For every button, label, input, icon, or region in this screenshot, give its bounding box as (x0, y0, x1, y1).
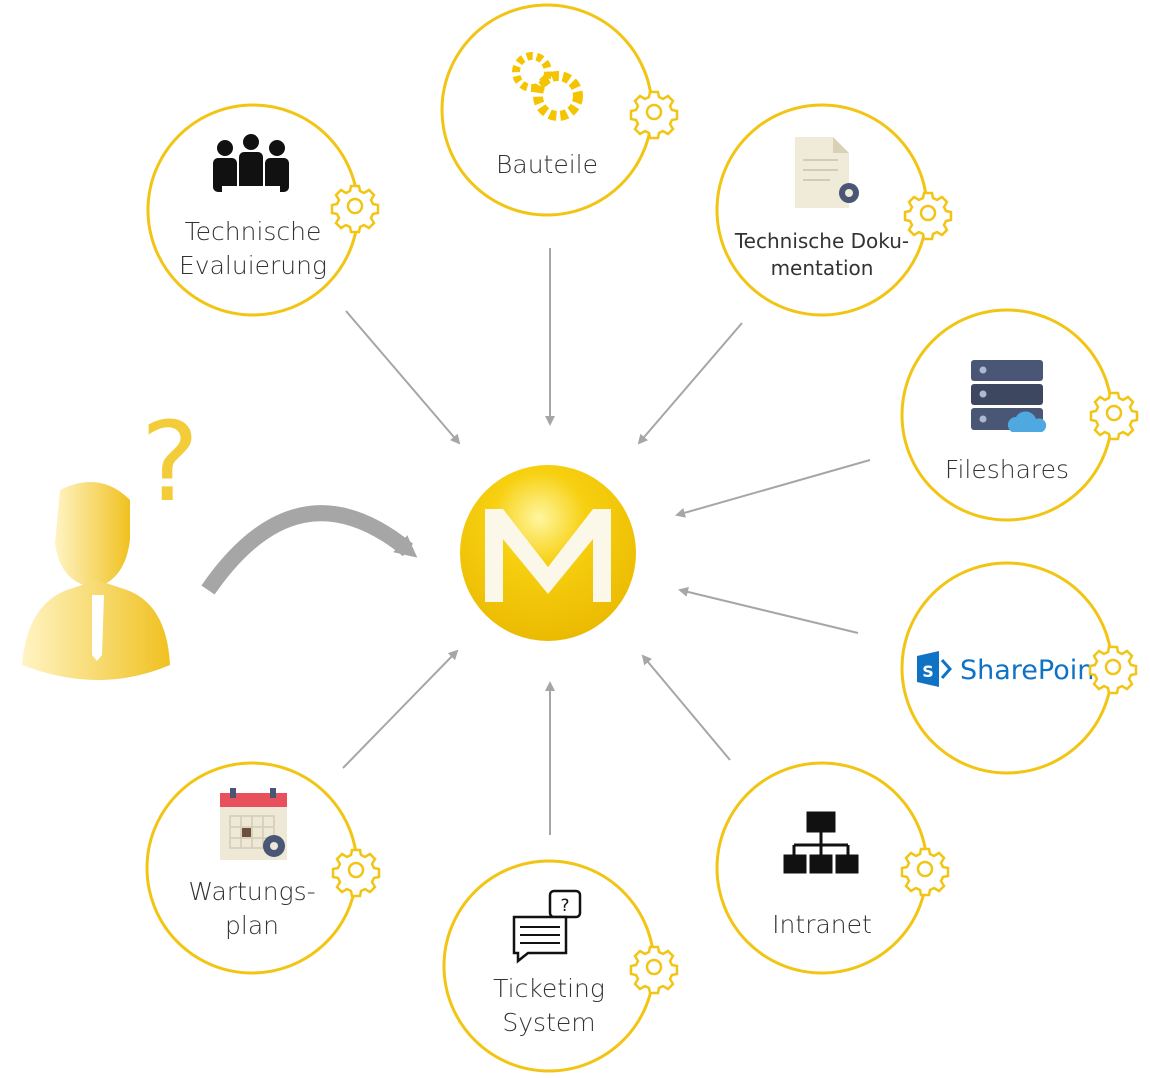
gear-icon (629, 945, 679, 995)
gears-icon (512, 52, 583, 121)
arrow-wartungsplan (342, 649, 459, 769)
document-gear-icon (795, 137, 859, 208)
gear-icon (900, 847, 950, 897)
node-label: Intranet (772, 910, 872, 939)
node-label: Fileshares (945, 455, 1069, 484)
svg-text:?: ? (560, 896, 569, 916)
meeting-people-icon (213, 134, 289, 192)
gear-icon (903, 191, 953, 241)
node-sharepoint[interactable]: S SharePoint (900, 561, 1138, 775)
m-letter-icon (485, 509, 611, 602)
arrows (342, 248, 871, 835)
gear-icon (1089, 391, 1139, 441)
user-figure: ? (22, 398, 418, 680)
node-fileshares[interactable]: Fileshares (900, 308, 1139, 522)
node-label: Wartungs- (188, 877, 315, 906)
node-label: Technische Doku- (734, 229, 909, 253)
node-label: Technische (185, 217, 322, 246)
arrow-sharepoint (678, 587, 859, 634)
node-technische-evaluierung[interactable]: Technische Evaluierung (146, 103, 380, 317)
user-head-icon (55, 482, 130, 588)
gear-icon (330, 184, 380, 234)
question-mark: ? (141, 398, 199, 526)
node-label: mentation (771, 256, 874, 280)
gear-icon (331, 848, 381, 898)
node-label: Bauteile (496, 150, 598, 179)
calendar-gear-icon (220, 788, 287, 860)
node-label: Evaluierung (179, 251, 327, 280)
node-intranet[interactable]: Intranet (715, 761, 950, 975)
arrow-dokumentation (637, 322, 743, 445)
node-label: plan (225, 911, 279, 940)
svg-text:S: S (922, 662, 934, 681)
gear-icon (1088, 645, 1138, 695)
node-label: Ticketing (493, 974, 605, 1003)
chat-question-icon: ? (512, 889, 582, 964)
node-bauteile[interactable]: Bauteile (440, 3, 679, 217)
node-wartungsplan[interactable]: Wartungs- plan (145, 761, 381, 975)
node-technische-dokumentation[interactable]: Technische Doku- mentation (715, 103, 953, 317)
sharepoint-logo-icon: S (917, 651, 953, 687)
center-logo (460, 465, 636, 641)
node-label: SharePoint (960, 655, 1105, 686)
arrow-fileshares (675, 459, 871, 518)
gear-icon (629, 90, 679, 140)
network-icon (783, 811, 859, 874)
server-cloud-icon (971, 360, 1047, 432)
node-ticketing-system[interactable]: ? Ticketing System (442, 859, 679, 1073)
curved-arrow (201, 505, 418, 595)
arrow-evaluierung (345, 310, 461, 445)
node-label: System (502, 1008, 595, 1037)
arrow-intranet (641, 654, 731, 761)
